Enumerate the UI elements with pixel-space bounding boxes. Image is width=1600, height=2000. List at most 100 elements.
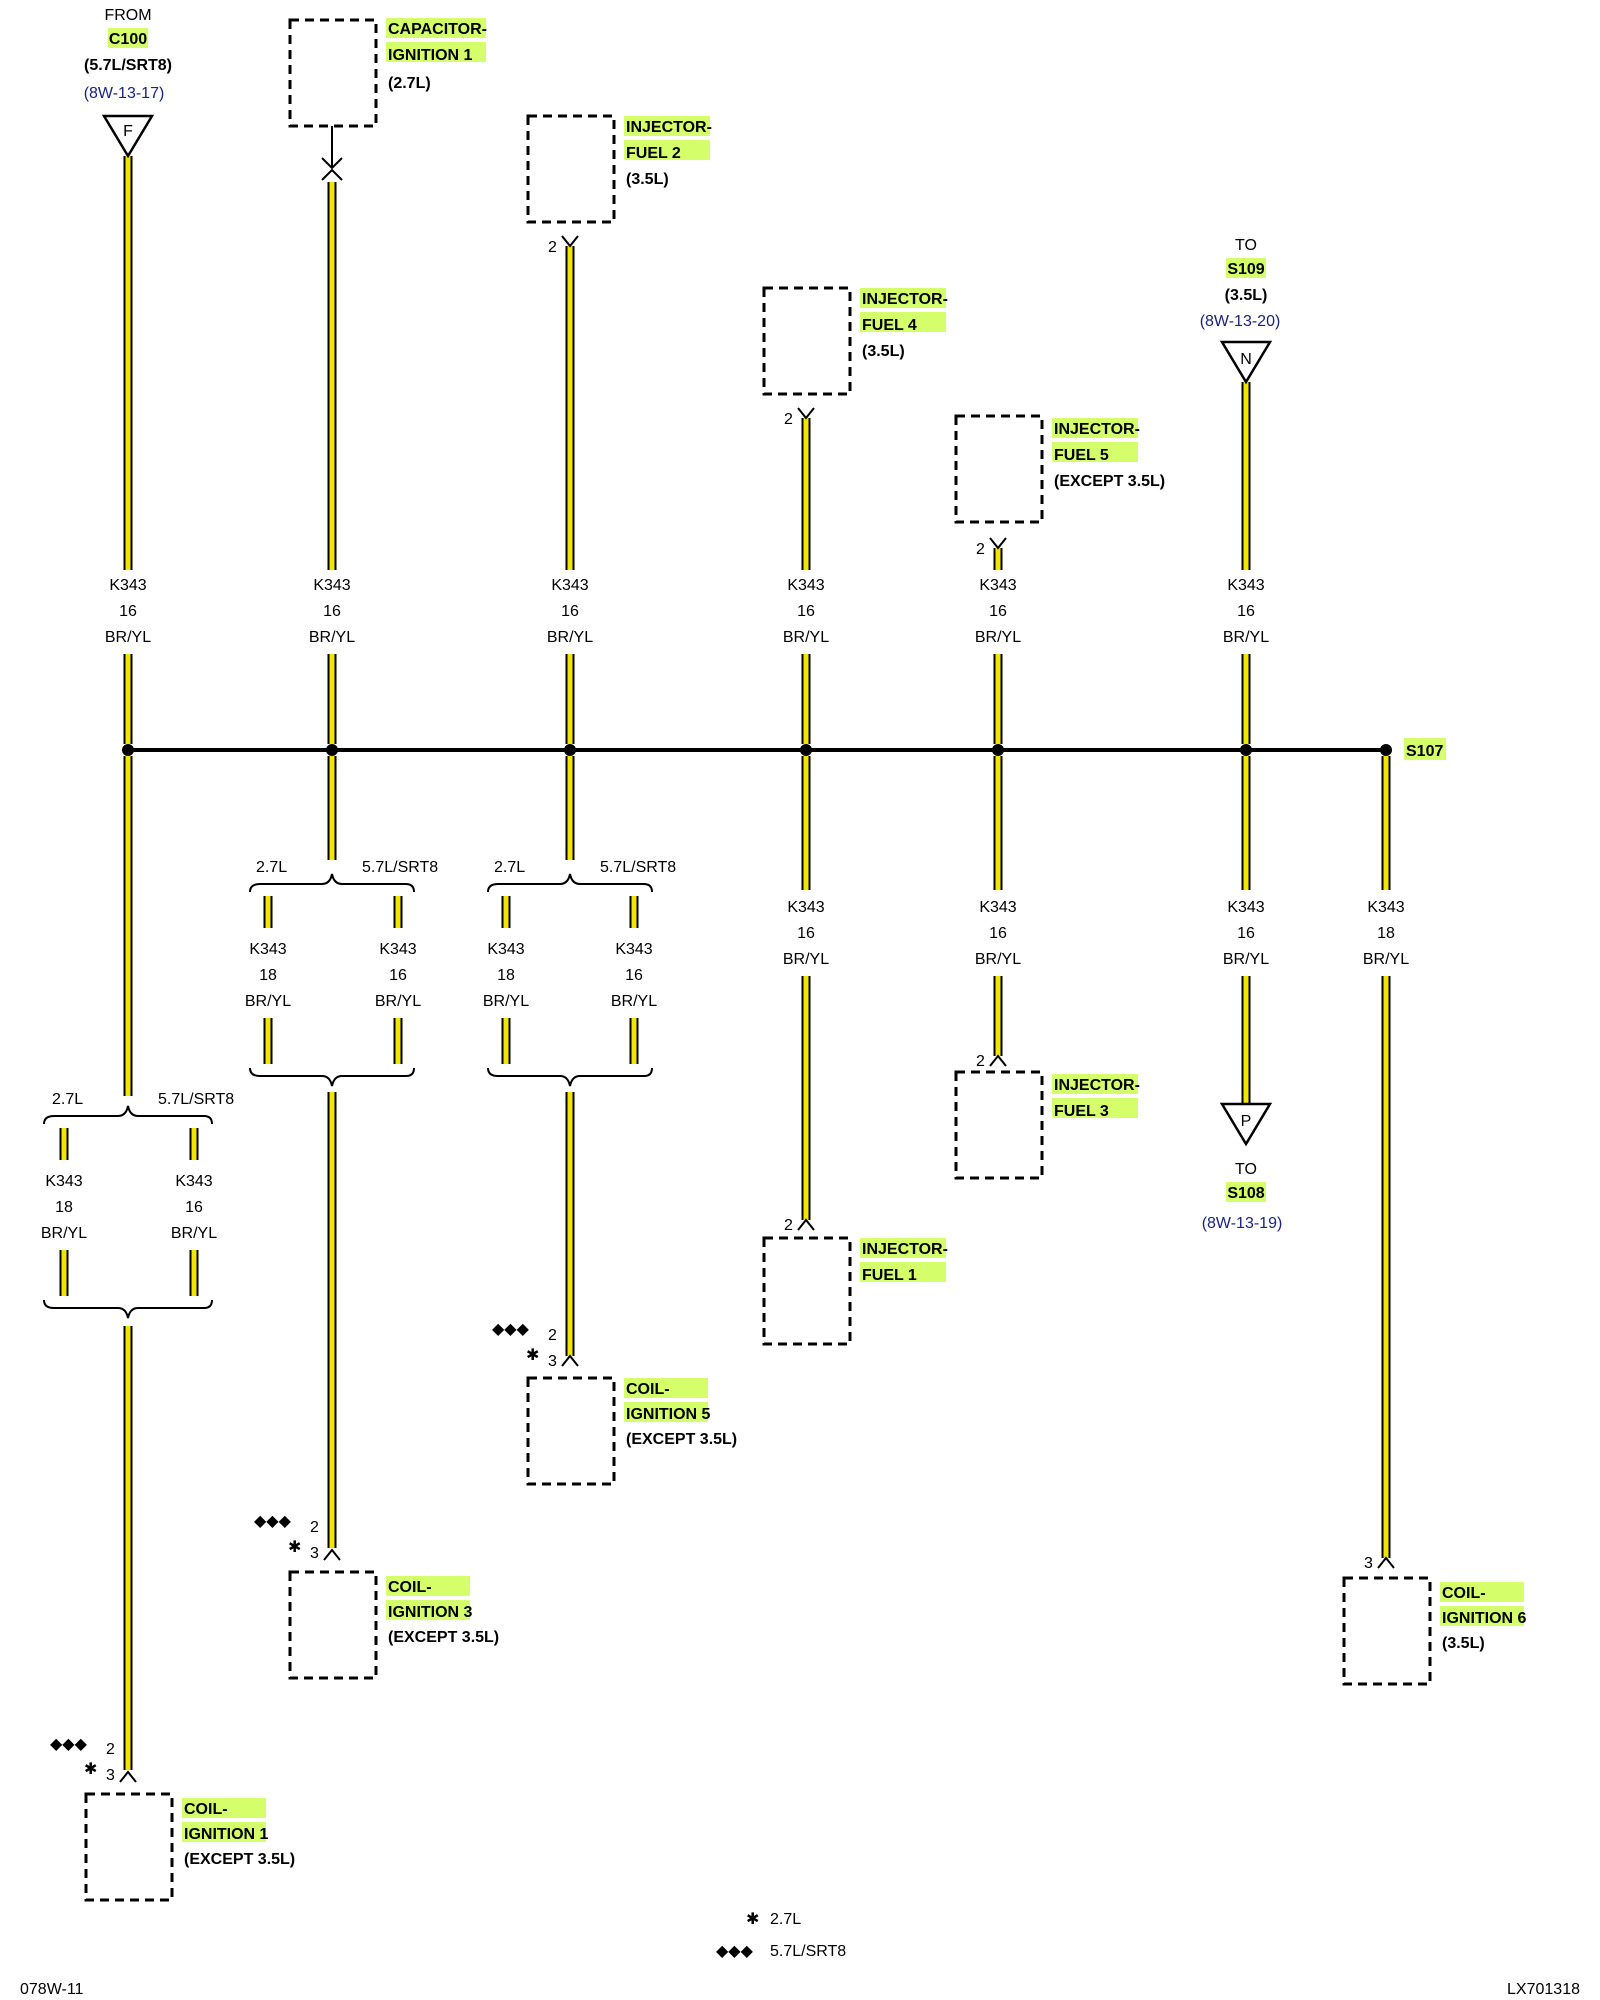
- svg-text:BR/YL: BR/YL: [547, 629, 593, 646]
- svg-text:16: 16: [797, 603, 815, 620]
- svg-text:(3.5L): (3.5L): [626, 171, 669, 188]
- svg-text:K343: K343: [379, 941, 416, 958]
- wire-label-c4-bottom: K343 16 BR/YL: [783, 899, 829, 968]
- coil-ignition-6: 3 COIL- IGNITION 6 (3.5L): [1342, 1555, 1527, 1686]
- svg-text:N: N: [1240, 351, 1252, 368]
- svg-text:16: 16: [989, 603, 1007, 620]
- svg-text:2: 2: [548, 1327, 557, 1344]
- svg-text:BR/YL: BR/YL: [171, 1225, 217, 1242]
- svg-text:K343: K343: [615, 941, 652, 958]
- svg-text:K343: K343: [979, 577, 1016, 594]
- svg-text:16: 16: [1237, 925, 1255, 942]
- svg-text:5.7L/SRT8: 5.7L/SRT8: [362, 859, 438, 876]
- svg-text:16: 16: [625, 967, 643, 984]
- svg-text:K343: K343: [487, 941, 524, 958]
- svg-text:BR/YL: BR/YL: [1223, 951, 1269, 968]
- svg-text:INJECTOR-: INJECTOR-: [1054, 1077, 1140, 1094]
- svg-text:16: 16: [323, 603, 341, 620]
- svg-text:IGNITION 5: IGNITION 5: [626, 1406, 711, 1423]
- svg-text:K343: K343: [45, 1173, 82, 1190]
- variant-split-c2: 2.7L 5.7L/SRT8 K343 18 BR/YL K343 16 BR/…: [245, 859, 438, 1087]
- svg-text:16: 16: [185, 1199, 203, 1216]
- injector-fuel-1: 2 INJECTOR- FUEL 1: [762, 1217, 948, 1346]
- svg-text:16: 16: [797, 925, 815, 942]
- svg-text:COIL-: COIL-: [1442, 1585, 1486, 1602]
- wire-label-c7-bottom: K343 18 BR/YL: [1363, 899, 1409, 968]
- svg-text:16: 16: [389, 967, 407, 984]
- svg-text:(EXCEPT 3.5L): (EXCEPT 3.5L): [626, 1431, 737, 1448]
- injector-fuel-2: INJECTOR- FUEL 2 (3.5L) 2: [526, 114, 712, 256]
- wire-label-c4-top: K343 16 BR/YL: [783, 577, 829, 646]
- svg-text:2.7L: 2.7L: [494, 859, 525, 876]
- wire-label-c6-bottom: K343 16 BR/YL: [1223, 899, 1269, 968]
- svg-text:16: 16: [119, 603, 137, 620]
- variant-split-c3: 2.7L 5.7L/SRT8 K343 18 BR/YL K343 16 BR/…: [483, 859, 676, 1087]
- variant-split-c1: 2.7L 5.7L/SRT8 K343 18 BR/YL K343 16 BR/…: [41, 1091, 234, 1319]
- legend: ✱ 2.7L ◆◆◆ 5.7L/SRT8: [716, 1911, 846, 1960]
- svg-text:K343: K343: [1367, 899, 1404, 916]
- svg-text:P: P: [1241, 1113, 1252, 1130]
- injector-fuel-4: INJECTOR- FUEL 4 (3.5L) 2: [762, 286, 948, 428]
- svg-text:COIL-: COIL-: [184, 1801, 228, 1818]
- arrow-letter: F: [123, 123, 133, 140]
- svg-text:(EXCEPT 3.5L): (EXCEPT 3.5L): [184, 1851, 295, 1868]
- svg-text:18: 18: [497, 967, 515, 984]
- footer-right: LX701318: [1507, 1981, 1580, 1998]
- svg-text:2: 2: [310, 1519, 319, 1536]
- wire-label-c5-top: K343 16 BR/YL: [975, 577, 1021, 646]
- svg-text:FUEL 1: FUEL 1: [862, 1267, 917, 1284]
- diamond-marker: ◆◆◆: [50, 1736, 88, 1753]
- svg-text:IGNITION 6: IGNITION 6: [1442, 1610, 1527, 1627]
- svg-text:FUEL 5: FUEL 5: [1054, 447, 1109, 464]
- star-marker: ✱: [84, 1761, 97, 1778]
- injector-fuel-3: 2 INJECTOR- FUEL 3: [954, 1053, 1140, 1180]
- svg-text:2.7L: 2.7L: [52, 1091, 83, 1108]
- to-s109-connector: TO S109 (3.5L) (8W-13-20) N: [1200, 237, 1280, 385]
- svg-text:IGNITION 3: IGNITION 3: [388, 1604, 473, 1621]
- connector-arrow-icon: [1219, 340, 1273, 385]
- svg-text:K343: K343: [1227, 577, 1264, 594]
- svg-text:K343: K343: [1227, 899, 1264, 916]
- wire-label-c5-bottom: K343 16 BR/YL: [975, 899, 1021, 968]
- svg-text:2: 2: [784, 1217, 793, 1234]
- wire-label-c6-top: K343 16 BR/YL: [1223, 577, 1269, 646]
- svg-text:5.7L/SRT8: 5.7L/SRT8: [600, 859, 676, 876]
- footer-left: 078W-11: [20, 1981, 84, 1998]
- svg-text:3: 3: [106, 1767, 115, 1784]
- svg-text:2.7L: 2.7L: [770, 1911, 801, 1928]
- c100-name: C100: [109, 31, 147, 48]
- svg-text:(EXCEPT 3.5L): (EXCEPT 3.5L): [388, 1629, 499, 1646]
- diamond-marker: ◆◆◆: [716, 1943, 754, 1960]
- svg-text:16: 16: [1237, 603, 1255, 620]
- coil-ignition-3: ◆◆◆ 2 ✱ 3 COIL- IGNITION 3 (EXCEPT 3.5L): [254, 1513, 499, 1680]
- svg-text:FUEL 4: FUEL 4: [862, 317, 917, 334]
- svg-text:(3.5L): (3.5L): [1442, 1635, 1485, 1652]
- svg-text:18: 18: [1377, 925, 1395, 942]
- svg-text:FUEL 3: FUEL 3: [1054, 1103, 1109, 1120]
- svg-text:BR/YL: BR/YL: [375, 993, 421, 1010]
- svg-text:2: 2: [976, 1053, 985, 1070]
- svg-text:(2.7L): (2.7L): [388, 75, 431, 92]
- svg-text:BR/YL: BR/YL: [483, 993, 529, 1010]
- svg-text:18: 18: [55, 1199, 73, 1216]
- svg-text:2: 2: [784, 411, 793, 428]
- star-marker: ✱: [746, 1911, 759, 1928]
- svg-text:3: 3: [1364, 1555, 1373, 1572]
- svg-text:(3.5L): (3.5L): [1225, 287, 1268, 304]
- svg-text:BR/YL: BR/YL: [1363, 951, 1409, 968]
- svg-text:2.7L: 2.7L: [256, 859, 287, 876]
- svg-text:5.7L/SRT8: 5.7L/SRT8: [158, 1091, 234, 1108]
- diamond-marker: ◆◆◆: [492, 1321, 530, 1338]
- svg-text:S109: S109: [1227, 261, 1264, 278]
- svg-text:INJECTOR-: INJECTOR-: [862, 1241, 948, 1258]
- svg-text:BR/YL: BR/YL: [105, 629, 151, 646]
- svg-text:COIL-: COIL-: [388, 1579, 432, 1596]
- diamond-marker: ◆◆◆: [254, 1513, 292, 1530]
- svg-text:16: 16: [989, 925, 1007, 942]
- splice-label: S107: [1406, 743, 1443, 760]
- svg-text:IGNITION 1: IGNITION 1: [388, 47, 473, 64]
- svg-text:BR/YL: BR/YL: [245, 993, 291, 1010]
- svg-text:(3.5L): (3.5L): [862, 343, 905, 360]
- svg-text:2: 2: [976, 541, 985, 558]
